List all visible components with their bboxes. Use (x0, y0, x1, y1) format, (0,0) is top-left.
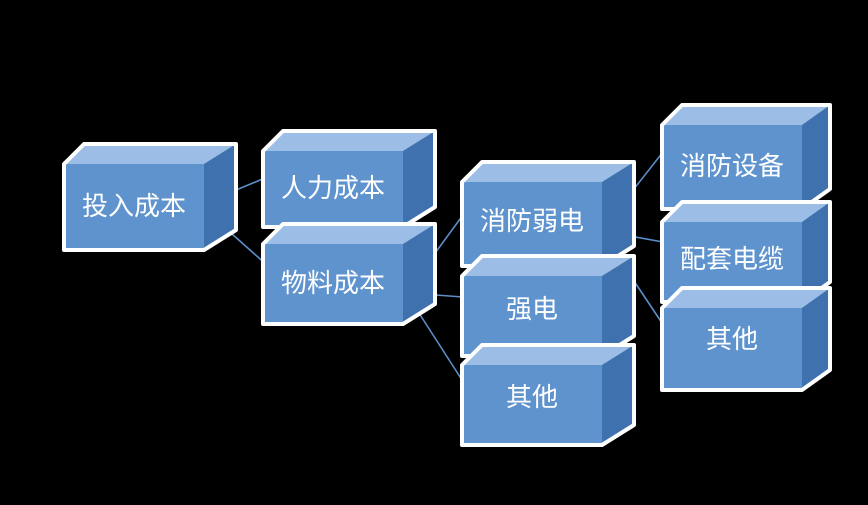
node-fire-equipment-label: 消防设备 (680, 152, 784, 182)
node-root-label: 投入成本 (82, 192, 186, 222)
node-material: 物料成本 (261, 222, 437, 326)
node-weak-current: 消防弱电 (460, 160, 636, 268)
node-weak-other-label: 其他 (706, 325, 758, 355)
node-weak-other: 其他 (660, 286, 832, 392)
node-cables-label: 配套电缆 (680, 245, 784, 275)
node-strong-current: 强电 (460, 254, 636, 358)
node-material-other: 其他 (460, 343, 636, 447)
node-material-other-label: 其他 (506, 383, 558, 413)
node-material-label: 物料成本 (281, 269, 385, 299)
node-root: 投入成本 (62, 142, 238, 252)
node-weak-current-label: 消防弱电 (480, 207, 584, 237)
node-strong-current-label: 强电 (506, 295, 558, 325)
node-labor: 人力成本 (261, 129, 437, 229)
node-fire-equipment: 消防设备 (660, 103, 832, 211)
node-labor-label: 人力成本 (281, 174, 385, 204)
